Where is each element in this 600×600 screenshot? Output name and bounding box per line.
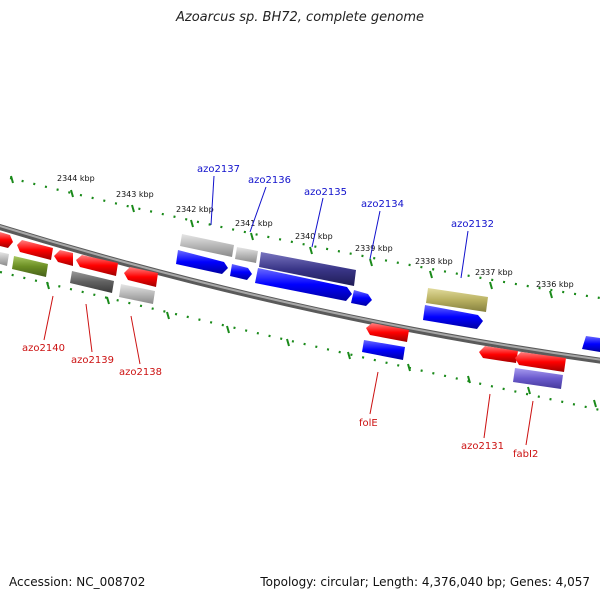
gene-blue-4[interactable]: [351, 290, 372, 306]
gene-label-azo2140[interactable]: azo2140: [22, 343, 65, 354]
lower-scale-track: [0, 270, 600, 412]
gene-azo2131[interactable]: [479, 346, 518, 363]
gene-fabI2[interactable]: [513, 368, 563, 389]
scale-label-2341: 2341 kbp: [235, 219, 273, 228]
gene-blue-5[interactable]: [423, 305, 483, 329]
gene-red-b[interactable]: [17, 240, 53, 260]
gene-label-azo2134[interactable]: azo2134: [361, 199, 404, 210]
upper-scale-track: [9, 176, 600, 300]
gene-features-lower: [0, 252, 600, 389]
gene-red-e[interactable]: [124, 267, 158, 287]
gene-blue-1[interactable]: [176, 250, 228, 274]
genome-backbone: [0, 223, 600, 364]
scale-label-2344: 2344 kbp: [57, 174, 95, 183]
scale-label-2343: 2343 kbp: [116, 190, 154, 199]
gene-azo2132[interactable]: [426, 288, 488, 312]
scale-label-2337: 2337 kbp: [475, 268, 513, 277]
gene-label-azo2131[interactable]: azo2131: [461, 441, 504, 452]
gene-blue-2[interactable]: [230, 264, 252, 280]
genome-title: Azoarcus sp. BH72, complete genome: [175, 10, 425, 25]
lower-major-ticks: [46, 281, 597, 408]
gene-label-azo2139[interactable]: azo2139: [71, 355, 114, 366]
scale-label-2339: 2339 kbp: [355, 244, 393, 253]
upper-leader-lines: [210, 175, 469, 279]
gene-blue-3[interactable]: [255, 268, 352, 301]
gene-azo2135[interactable]: [259, 252, 356, 286]
gene-red-f[interactable]: [515, 352, 566, 372]
accession-text: Accession: NC_008702: [9, 575, 146, 589]
upper-major-ticks: [10, 175, 553, 299]
topology-text: Topology: circular; Length: 4,376,040 bp…: [260, 575, 590, 589]
gene-features-upper: [0, 232, 488, 329]
gene-azo2136[interactable]: [235, 247, 258, 263]
gene-azo2138[interactable]: [119, 284, 155, 304]
gene-left-gray[interactable]: [0, 252, 9, 266]
gene-label-azo2136[interactable]: azo2136: [248, 175, 291, 186]
gene-red-a[interactable]: [0, 232, 13, 248]
gene-folE[interactable]: [362, 340, 405, 360]
gene-red-d[interactable]: [76, 255, 118, 276]
gene-folE-red[interactable]: [366, 323, 409, 342]
gene-label-azo2132[interactable]: azo2132: [451, 219, 494, 230]
scale-label-2336: 2336 kbp: [536, 280, 574, 289]
lower-leader-lines: [43, 295, 534, 446]
gene-azo2137[interactable]: [180, 234, 234, 257]
gene-red-c[interactable]: [54, 250, 73, 266]
gene-label-azo2138[interactable]: azo2138: [119, 367, 162, 378]
scale-label-2342: 2342 kbp: [176, 205, 214, 214]
gene-label-azo2137[interactable]: azo2137: [197, 164, 240, 175]
gene-label-azo2135[interactable]: azo2135: [304, 187, 347, 198]
gene-azo2140[interactable]: [12, 256, 48, 277]
gene-label-folE[interactable]: folE: [359, 418, 378, 429]
gene-azo2139[interactable]: [70, 271, 114, 293]
gene-right-blue[interactable]: [582, 336, 600, 352]
genome-backbone-highlight: [0, 225, 600, 361]
scale-label-2338: 2338 kbp: [415, 257, 453, 266]
gene-label-fabI2[interactable]: fabI2: [513, 449, 538, 460]
